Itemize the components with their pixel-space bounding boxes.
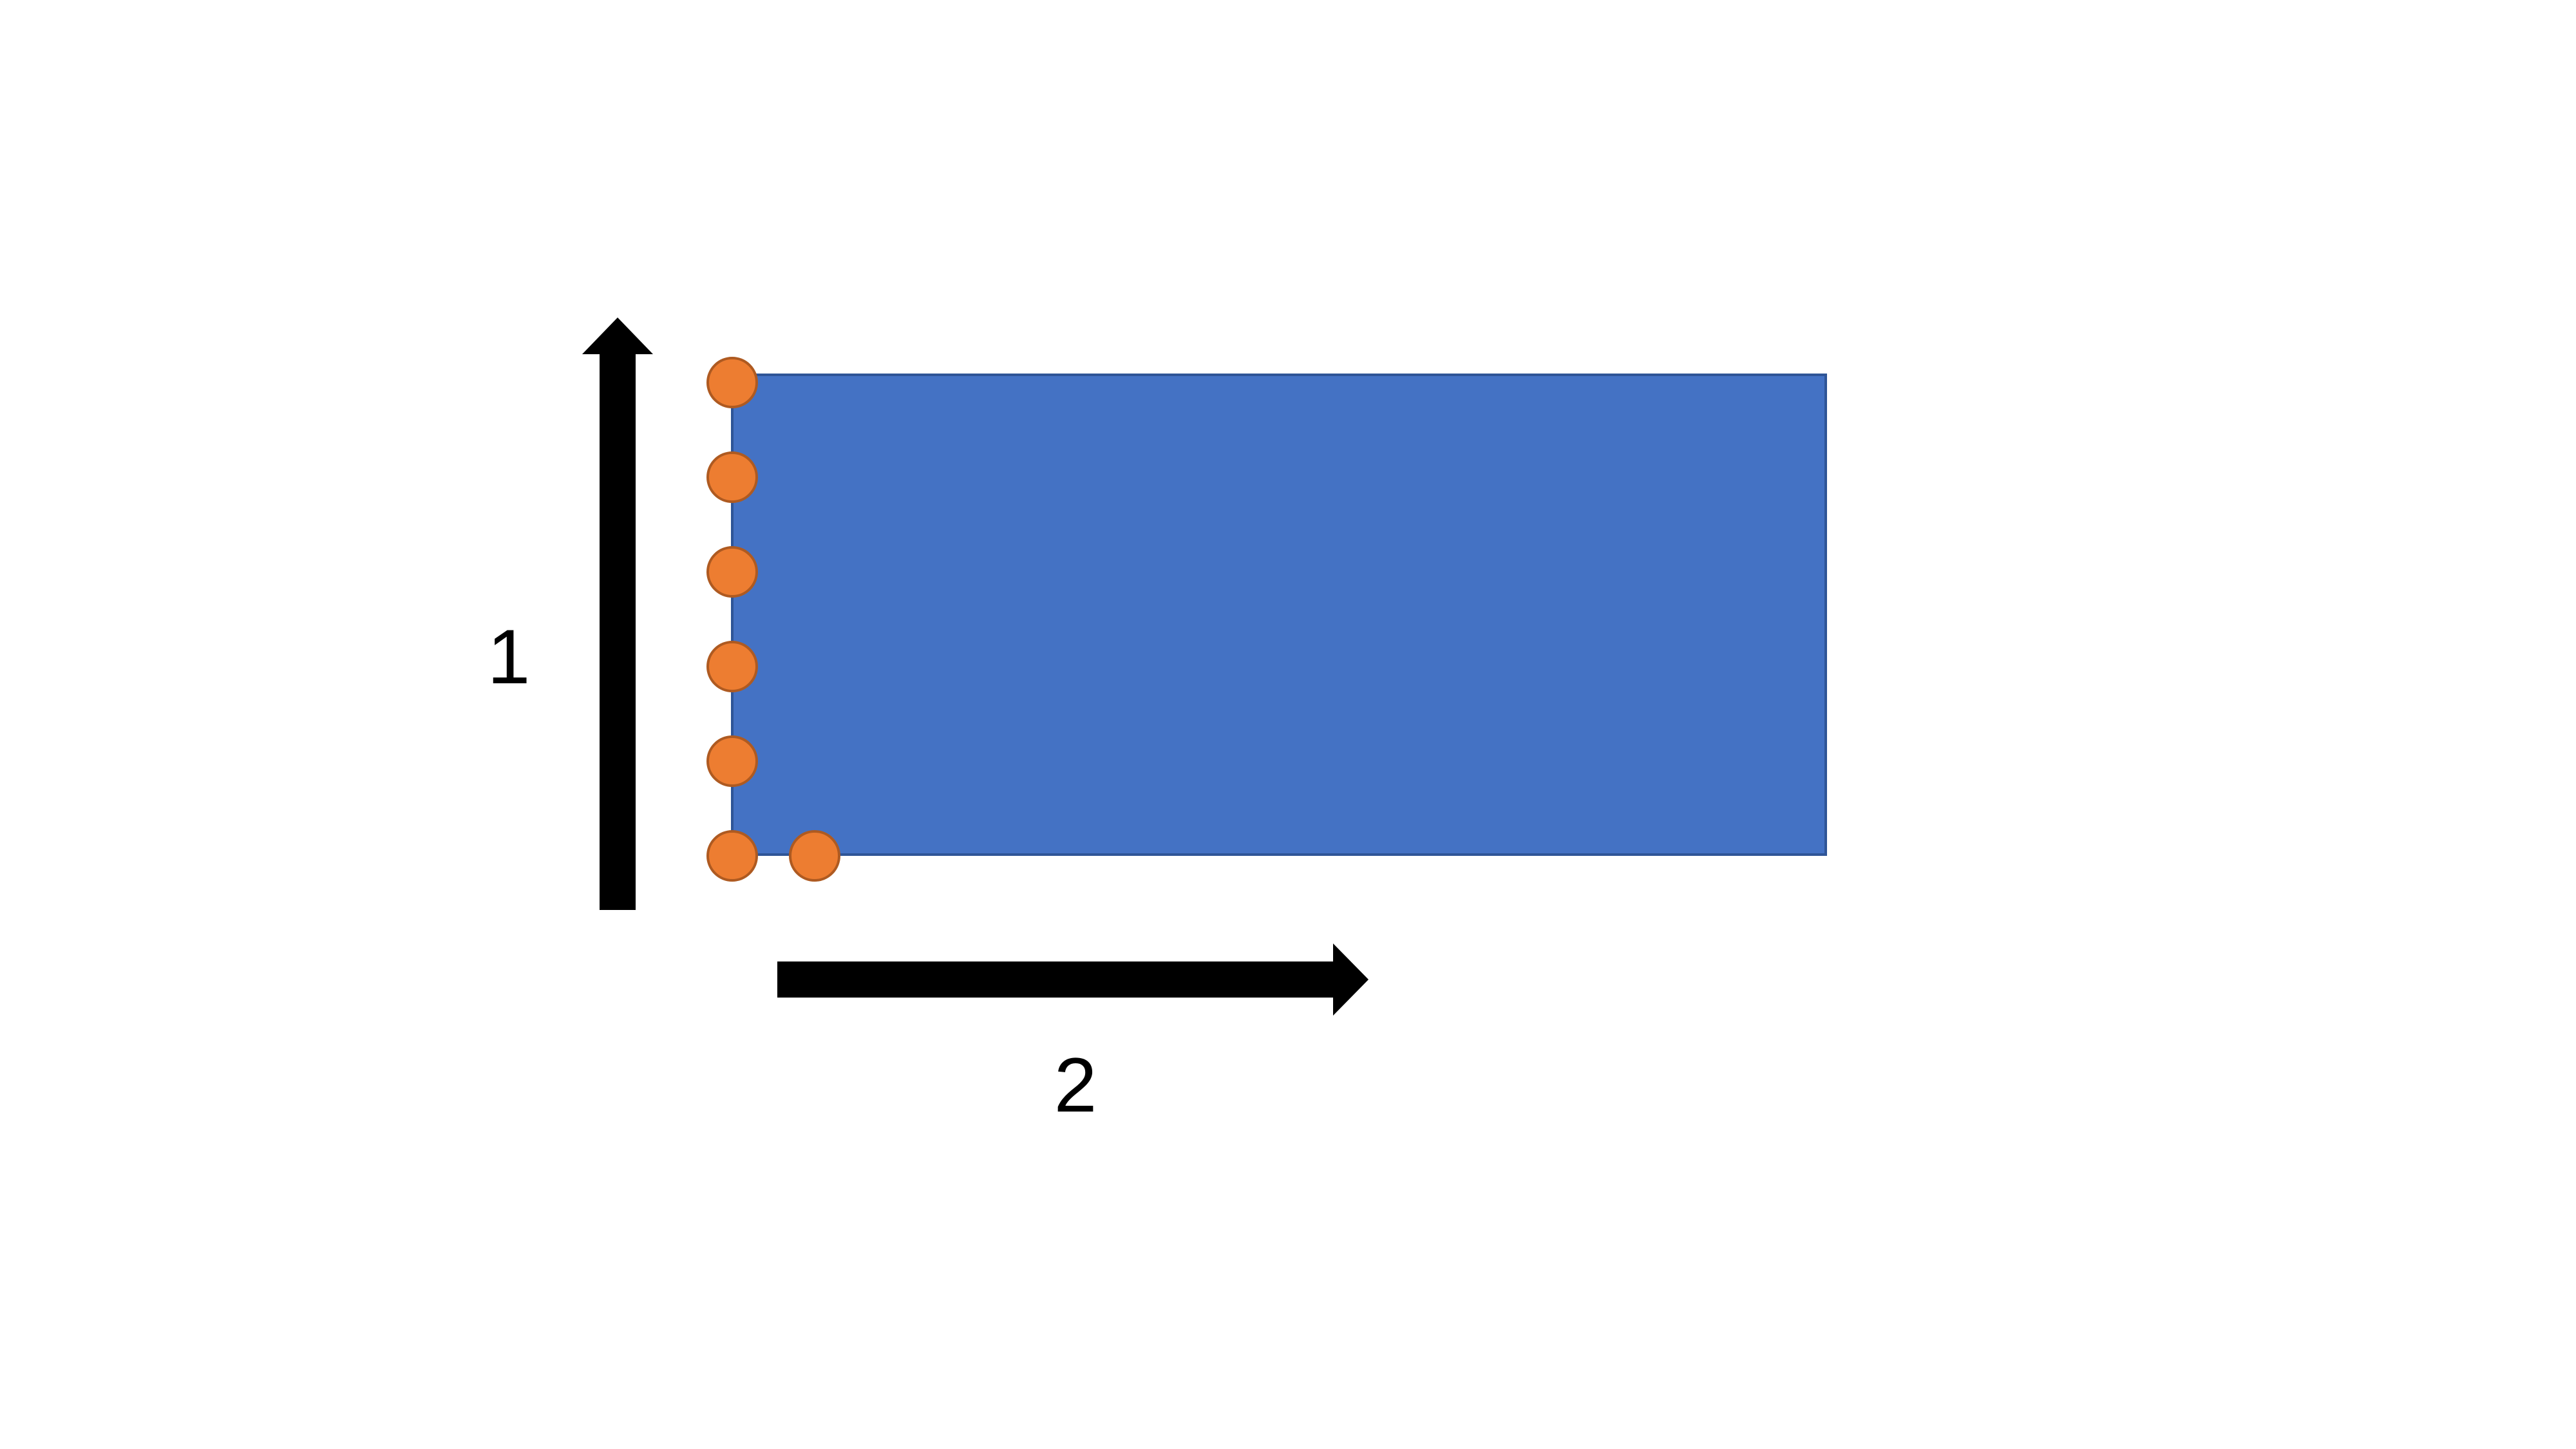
orange-dot xyxy=(706,357,758,408)
vertical-arrow-shaft xyxy=(600,353,636,910)
orange-dot xyxy=(706,546,758,598)
orange-dot xyxy=(706,830,758,882)
horizontal-arrow-label: 2 xyxy=(1054,1042,1097,1128)
orange-dot xyxy=(706,641,758,692)
horizontal-arrow xyxy=(777,943,1368,1016)
orange-dots xyxy=(706,357,840,882)
orange-dot xyxy=(706,735,758,787)
vertical-arrow xyxy=(582,317,653,910)
vertical-arrow-head xyxy=(582,317,653,354)
orange-dot xyxy=(789,830,840,882)
horizontal-arrow-shaft xyxy=(777,961,1338,998)
blue-rectangle xyxy=(731,374,1827,856)
horizontal-arrow-head xyxy=(1333,943,1368,1016)
orange-dot xyxy=(706,451,758,503)
vertical-arrow-label: 1 xyxy=(487,614,531,700)
